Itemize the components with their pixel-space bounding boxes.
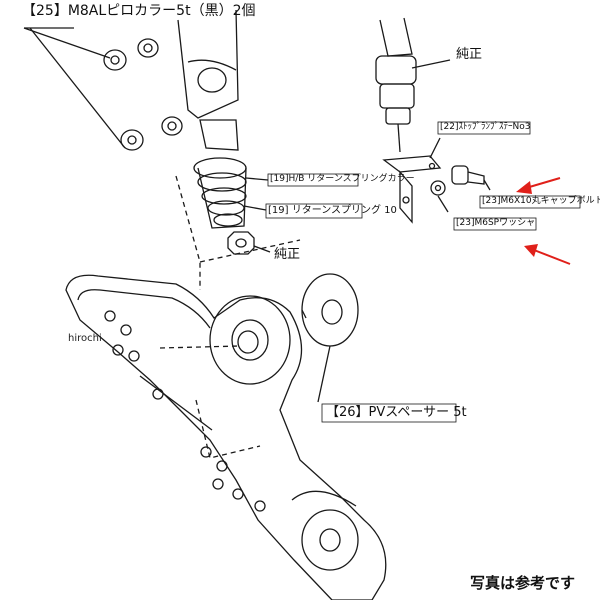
label-box-spring [265, 203, 363, 219]
master-cylinder-icon [375, 17, 451, 153]
label-box-washer [453, 217, 537, 231]
stop-lamp-stay-label: [22]ｽﾄｯﾌﾟﾗﾝﾌﾟｽﾃｰNo3 [440, 122, 531, 132]
step-plate-icon [65, 274, 387, 600]
label-box-cap-bolt [479, 195, 581, 209]
pv-spacer-icon [301, 273, 359, 403]
washer-icon [430, 180, 449, 213]
cap-bolt-icon [451, 165, 491, 191]
assembly-guide-dashed [159, 175, 301, 459]
cap-bolt-label: [23]M6X10丸キャップボルト [482, 196, 600, 206]
pillow-collar-label: 【25】M8ALピロカラー5t（黒）2個 [22, 3, 256, 19]
label-box-stop-lamp [437, 121, 531, 135]
brake-pedal-arm [177, 9, 239, 151]
return-spring-label: [19] リターンスプリング 10 [268, 205, 397, 216]
stop-lamp-stay-icon [382, 137, 442, 224]
label-box-pv-spacer [321, 403, 457, 423]
pillow-collar-icon [103, 38, 183, 151]
leader-spring [243, 205, 267, 211]
pv-spacer-label: 【26】PVスペーサー 5t [326, 405, 467, 420]
genuine-nut-label: 純正 [274, 247, 301, 262]
leader-spring-collar [245, 177, 269, 181]
return-spring-collar-label: [19]H/B リターンスプリングカラー [270, 174, 415, 184]
genuine-nut-icon [227, 231, 271, 255]
pillow-collar-leaders [23, 27, 126, 149]
watermark: hirochi [68, 333, 102, 344]
red-arrow-icon [516, 177, 571, 265]
reference-note: 写真は参考です [470, 574, 576, 592]
genuine-part-label-top: 純正 [456, 47, 483, 62]
return-spring-icon [193, 157, 247, 229]
washer-label: [23]M6SPワッシャ [456, 218, 536, 228]
